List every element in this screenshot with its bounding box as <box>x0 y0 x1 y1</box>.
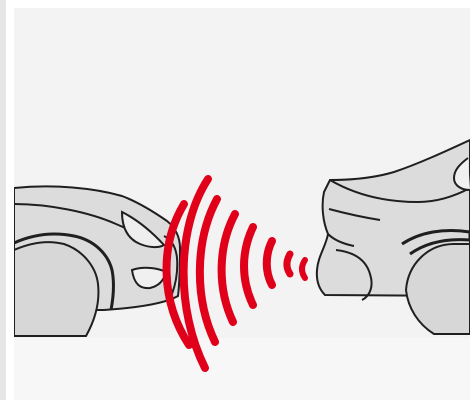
parking-sensor-illustration <box>14 8 470 400</box>
front-car-icon <box>14 186 180 336</box>
left-divider <box>0 0 6 400</box>
rear-car-icon <box>317 140 470 334</box>
sensor-wave-icon <box>167 179 305 368</box>
illustration-panel <box>14 8 470 400</box>
